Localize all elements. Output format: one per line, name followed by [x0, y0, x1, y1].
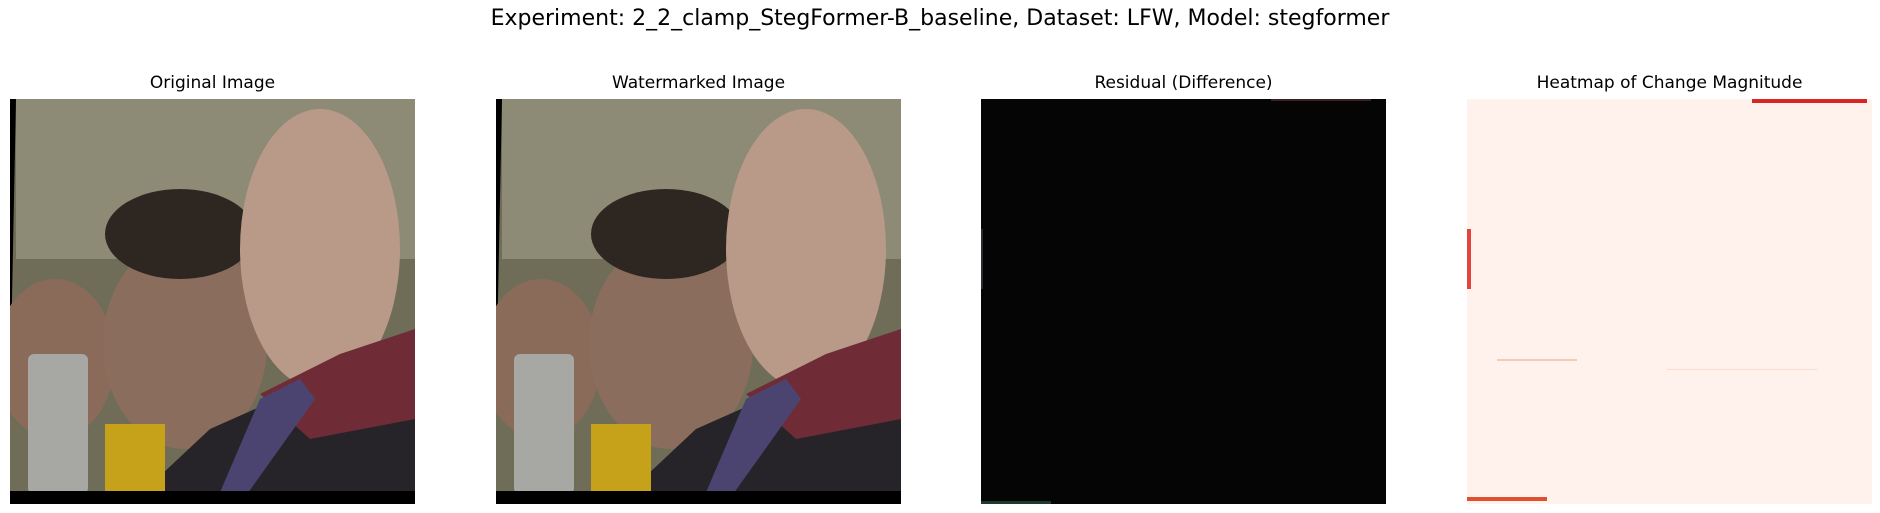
residual-image [981, 99, 1386, 504]
panel-title-watermarked: Watermarked Image [611, 73, 786, 93]
figure-title: Experiment: 2_2_clamp_StegFormer-B_basel… [490, 6, 1390, 31]
original-image [10, 99, 415, 504]
panel-title-original: Original Image [149, 73, 276, 93]
panel-heatmap: Heatmap of Change Magnitude [1467, 70, 1872, 504]
heatmap-image [1467, 99, 1872, 504]
panel-title-residual: Residual (Difference) [1094, 73, 1273, 93]
panel-watermarked: Watermarked Image [496, 70, 901, 504]
panel-residual: Residual (Difference) [981, 70, 1386, 504]
watermarked-image [496, 99, 901, 504]
panel-original: Original Image [10, 70, 415, 504]
panel-title-heatmap: Heatmap of Change Magnitude [1536, 73, 1803, 93]
